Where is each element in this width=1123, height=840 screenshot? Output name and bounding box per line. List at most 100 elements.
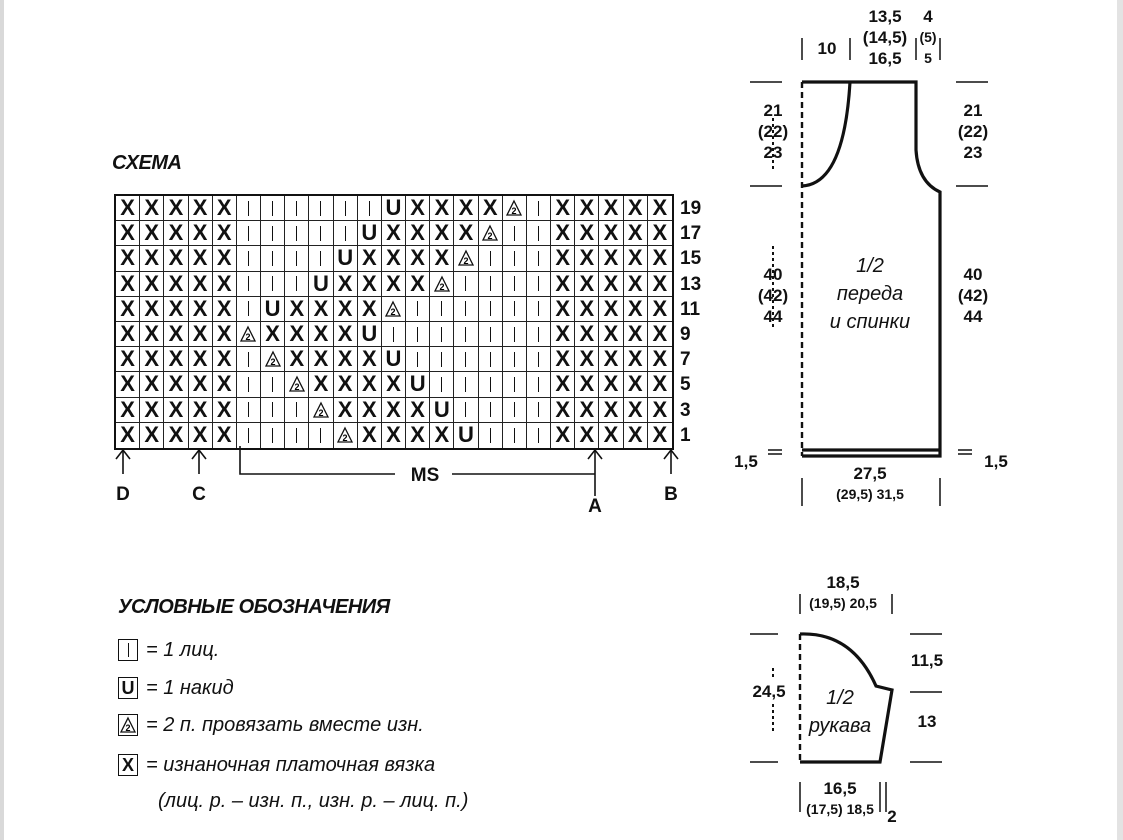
chart-cell-knit <box>261 422 286 448</box>
chart-cell-purl-x: X <box>212 296 237 322</box>
sleeve-dim-height: 24,5 <box>752 682 786 701</box>
chart-cell-purl-x: X <box>406 221 431 247</box>
chart-cell-purl-x: X <box>647 372 672 398</box>
chart-cell-purl-x: X <box>381 372 407 398</box>
chart-cell-purl-x: X <box>647 272 672 297</box>
chart-cell-purl-x: X <box>333 296 358 322</box>
chart-cell-knit <box>406 347 431 373</box>
chart-cell-purl-x: X <box>358 422 382 448</box>
chart-cell-purl-x: X <box>454 221 479 247</box>
arrow-b-head <box>663 448 679 460</box>
chart-cell-knit <box>478 271 503 297</box>
chart-cell-purl-x: X <box>116 397 141 423</box>
chart-cell-knit <box>526 196 552 222</box>
body-pattern-drawing <box>750 38 988 506</box>
chart-cell-knit <box>357 196 382 222</box>
svg-text:2: 2 <box>125 723 130 733</box>
chart-cell-purl-x: X <box>212 246 237 272</box>
chart-cell-purl-x: X <box>140 321 165 348</box>
chart-cell-purl-x: X <box>623 296 648 322</box>
chart-cell-purl-x: X <box>212 321 237 348</box>
chart-cell-purl-x: X <box>140 397 165 423</box>
sleeve-pattern-drawing <box>750 594 942 812</box>
chart-cell-purl-x: X <box>164 397 189 423</box>
chart-cell-knit <box>236 372 262 398</box>
dim-hem-right: 1,5 <box>984 452 1008 471</box>
chart-cell-knit <box>236 221 262 247</box>
legend-item-yarn-over: U = 1 накид <box>118 675 234 701</box>
chart-cell-purl-x: X <box>188 372 213 398</box>
chart-cell-purl-x: X <box>188 246 213 272</box>
chart-cell-purl-x: X <box>333 271 358 297</box>
chart-cell-purl-x: X <box>551 347 576 373</box>
chart-cell-yarn-over: U <box>381 347 407 373</box>
chart-cell-knit <box>502 372 527 398</box>
chart-cell-purl-x: X <box>333 321 358 348</box>
chart-cell-purl-x: X <box>140 246 165 272</box>
chart-cell-purl-x: X <box>188 271 213 297</box>
chart-cell-purl-x: X <box>212 271 237 297</box>
chart-cell-purl-x: X <box>116 296 141 322</box>
chart-cell-knit <box>285 221 310 247</box>
chart-cell-purl-x: X <box>188 397 213 423</box>
row-number: 7 <box>680 349 691 371</box>
dim-armhole-right: 21 (22) 23 <box>957 101 989 162</box>
chart-cell-yarn-over: U <box>357 221 382 247</box>
chart-cell-purl-x: X <box>357 296 382 322</box>
dim-armhole-left: 21 (22) 23 <box>757 101 789 162</box>
chart-cell-knit <box>285 196 310 222</box>
chart-cell-purl-x: X <box>357 246 382 272</box>
chart-cell-purl-x: X <box>164 271 189 297</box>
legend-item-knit: = 1 лиц. <box>118 637 219 663</box>
chart-cell-purl-x: X <box>599 221 624 247</box>
chart-cell-knit <box>502 347 527 373</box>
chart-cell-purl-x: X <box>164 296 189 322</box>
svg-text:2: 2 <box>391 307 396 317</box>
knit-symbol-icon <box>118 639 138 661</box>
body-piece-label: 1/2 переда и спинки <box>829 255 911 333</box>
svg-text:2: 2 <box>488 231 493 241</box>
chart-cell-purl-x: X <box>647 246 672 272</box>
dim-top-mid-width: 13,5 (14,5) 16,5 <box>862 7 908 68</box>
chart-cell-purl-x: X <box>430 196 455 222</box>
garter-x-symbol-icon: X <box>118 754 138 776</box>
chart-cell-purl-x: X <box>647 398 672 423</box>
chart-cell-purl-x: X <box>575 246 600 272</box>
chart-cell-purl-x: X <box>647 196 672 222</box>
chart-cell-purl-x: X <box>357 397 382 423</box>
page-edge-right <box>1117 0 1123 840</box>
chart-cell-yarn-over: U <box>309 271 334 297</box>
chart-cell-purl-x: X <box>623 196 648 222</box>
chart-cell-purl-x: X <box>382 422 407 448</box>
chart-cell-purl-x: X <box>140 422 165 448</box>
chart-cell-purl-x: X <box>116 196 141 222</box>
chart-cell-knit <box>526 271 552 297</box>
chart-cell-purl-x: X <box>551 271 576 297</box>
chart-cell-purl-x: X <box>212 196 237 222</box>
sleeve-outline <box>799 632 894 764</box>
chart-cell-purl-x: X <box>551 422 576 448</box>
chart-cell-knit <box>309 422 334 448</box>
chart-cell-purl-x: X <box>116 221 141 247</box>
svg-text:2: 2 <box>343 433 348 443</box>
row-number: 1 <box>680 424 691 446</box>
chart-cell-purl-x: X <box>357 372 382 398</box>
chart-cell-knit <box>237 422 262 448</box>
chart-cell-purl-x: X <box>406 271 431 297</box>
chart-cell-knit <box>430 372 455 398</box>
chart-cell-purl-x: X <box>551 196 576 222</box>
chart-cell-knit <box>285 246 310 272</box>
chart-cell-knit <box>285 422 310 448</box>
legend-text: = 1 накид <box>146 676 234 699</box>
chart-cell-knit <box>261 372 286 398</box>
chart-cell-purl-x: X <box>599 422 624 448</box>
chart-cell-purl-x: X <box>309 347 334 373</box>
chart-cell-purl-x: X <box>116 422 141 448</box>
chart-cell-purl-x: X <box>551 296 576 322</box>
chart-cell-purl-x: X <box>116 321 141 348</box>
svg-text:2: 2 <box>318 408 323 418</box>
chart-cell-purl-x: X <box>406 246 431 272</box>
svg-text:2: 2 <box>512 206 517 216</box>
chart-cell-knit <box>526 221 552 247</box>
chart-cell-knit <box>454 321 479 348</box>
